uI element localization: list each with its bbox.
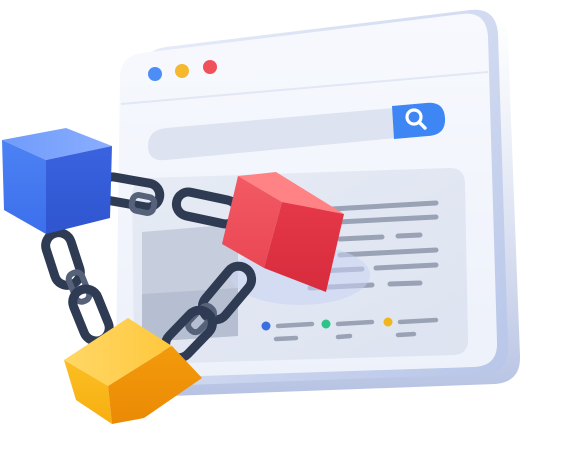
search-icon [405, 108, 427, 130]
legend-line [275, 321, 315, 329]
block-yellow-top [64, 318, 172, 386]
chain-link [65, 269, 93, 305]
block-yellow-left [64, 360, 112, 424]
legend-dot-yellow [383, 317, 393, 327]
legend-row [261, 317, 439, 342]
title-bar-divider [120, 71, 489, 105]
text-line [337, 234, 385, 242]
block-blue-front [2, 140, 46, 234]
legend-line [395, 331, 417, 338]
legend-line [335, 333, 353, 340]
search-input[interactable] [148, 108, 396, 161]
legend-line [397, 317, 439, 325]
window-dot-blue[interactable] [148, 67, 162, 81]
legend-dot-green [321, 319, 331, 329]
chain-link [128, 192, 158, 216]
text-line [373, 262, 439, 271]
legend-dot-blue [261, 321, 271, 331]
chain-link [41, 228, 85, 290]
block-red [222, 172, 344, 292]
text-line [337, 247, 439, 258]
block-blue-top [2, 128, 112, 160]
text-line [395, 232, 423, 239]
block-red-left [222, 176, 282, 268]
block-yellow-right [108, 346, 202, 424]
legend-line [335, 319, 375, 327]
block-blue-side [46, 146, 112, 234]
text-line [387, 280, 423, 287]
text-line [329, 200, 439, 212]
text-line [335, 214, 439, 225]
block-yellow [64, 318, 202, 424]
block-red-top-face [238, 172, 344, 214]
window-dot-yellow[interactable] [175, 64, 189, 78]
block-blue [2, 128, 112, 234]
legend-line [273, 335, 299, 342]
window-dot-red[interactable] [203, 60, 217, 74]
search-button[interactable] [392, 102, 446, 139]
block-red-right [264, 202, 344, 292]
